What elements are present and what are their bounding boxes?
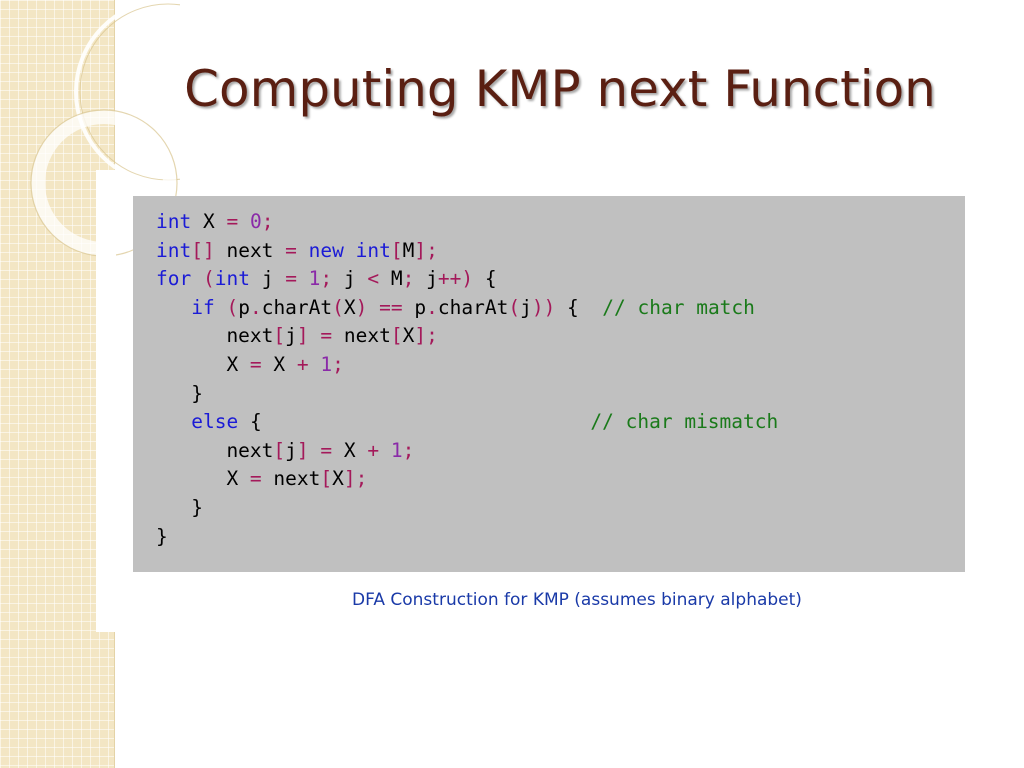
code-token: +: [296, 352, 309, 376]
code-token: []: [191, 238, 215, 262]
code-token: X: [343, 295, 356, 319]
code-token: [: [390, 324, 403, 348]
code-token: (: [191, 267, 215, 291]
code-token: if: [191, 295, 215, 319]
code-token: 1: [308, 352, 333, 376]
code-token: }: [156, 381, 203, 405]
code-token: {: [473, 267, 497, 291]
code-token: 0: [238, 210, 262, 233]
code-token: int: [156, 238, 192, 262]
code-token: int: [214, 267, 250, 291]
code-token: ]: [296, 324, 309, 348]
code-token: next: [214, 238, 286, 262]
code-token: j: [332, 267, 368, 291]
code-token: p: [402, 295, 427, 319]
code-line: for (int j = 1; j < M; j++) {: [156, 265, 965, 294]
code-token: ;: [320, 267, 333, 291]
code-token: else: [191, 410, 239, 434]
code-token: [: [320, 467, 333, 491]
code-token: +: [367, 438, 380, 462]
code-token: ): [355, 295, 368, 319]
code-token: ]: [296, 438, 309, 462]
code-token: }: [156, 524, 168, 548]
code-token: ;: [402, 267, 415, 291]
code-token: next: [332, 324, 391, 348]
code-token: =: [285, 238, 297, 262]
code-token: }: [156, 495, 203, 519]
code-line: int X = 0;: [156, 208, 965, 237]
code-line: }: [156, 494, 965, 523]
code-token: =: [308, 324, 333, 348]
code-token: X: [261, 352, 297, 376]
code-token: new: [296, 238, 344, 262]
figure-caption: DFA Construction for KMP (assumes binary…: [352, 590, 802, 610]
code-token: [: [390, 238, 403, 262]
code-token: .: [426, 295, 438, 319]
code-token: (: [332, 295, 344, 319]
code-token: charAt: [261, 295, 333, 319]
code-token: X: [156, 467, 250, 491]
code-token: [: [273, 324, 286, 348]
decorative-notch: [96, 170, 116, 632]
code-token: // char match: [602, 295, 755, 319]
code-token: M: [379, 267, 403, 291]
code-token: {: [555, 295, 603, 319]
code-token: [156, 410, 191, 433]
code-token: ;: [402, 438, 415, 462]
code-token: X: [332, 438, 368, 462]
code-token: <: [367, 267, 380, 291]
code-token: j: [414, 267, 438, 291]
code-token: 1: [296, 267, 321, 291]
code-token: charAt: [437, 295, 509, 319]
code-line: }: [156, 523, 965, 552]
code-token: j: [249, 267, 286, 291]
code-token: next: [261, 467, 321, 491]
code-token: =: [308, 438, 333, 462]
code-line: }: [156, 380, 965, 409]
code-token: j: [285, 324, 297, 348]
code-line: int[] next = new int[M];: [156, 237, 965, 266]
code-line: X = X + 1;: [156, 351, 965, 380]
code-token: (: [508, 295, 521, 319]
code-token: =: [249, 352, 262, 376]
code-token: X: [191, 210, 227, 233]
code-token: =: [249, 467, 262, 491]
code-token: int: [156, 210, 192, 233]
code-token: ];: [343, 467, 368, 491]
code-token: p: [238, 295, 250, 319]
code-token: =: [285, 267, 297, 291]
code-token: ];: [414, 238, 438, 262]
code-token: ];: [414, 324, 438, 348]
code-token: {: [238, 410, 591, 434]
slide-title: Computing KMP next Function: [184, 60, 936, 118]
code-token: X: [332, 467, 344, 491]
code-token: j: [520, 295, 532, 319]
code-token: X: [156, 352, 250, 376]
code-line: next[j] = next[X];: [156, 322, 965, 351]
code-token: ==: [367, 295, 403, 319]
code-token: =: [226, 210, 239, 233]
code-token: j: [285, 438, 297, 462]
code-token: [: [273, 438, 286, 462]
code-token: X: [402, 324, 415, 348]
code-token: next: [156, 324, 274, 348]
code-token: )): [531, 295, 556, 319]
code-line: X = next[X];: [156, 465, 965, 494]
code-token: [156, 296, 191, 319]
code-token: for: [156, 267, 192, 291]
code-token: M: [402, 238, 415, 262]
code-token: ;: [261, 210, 274, 233]
code-line: if (p.charAt(X) == p.charAt(j)) { // cha…: [156, 294, 965, 323]
code-block: int X = 0;int[] next = new int[M];for (i…: [133, 196, 965, 572]
code-token: // char mismatch: [590, 410, 779, 434]
code-token: 1: [379, 438, 403, 462]
code-line: next[j] = X + 1;: [156, 437, 965, 466]
code-token: ;: [332, 352, 344, 376]
code-token: .: [249, 295, 262, 319]
code-token: next: [156, 438, 274, 462]
code-token: (: [214, 295, 239, 319]
code-token: ++): [437, 267, 474, 291]
code-line: else { // char mismatch: [156, 408, 965, 437]
code-token: int: [343, 238, 391, 262]
